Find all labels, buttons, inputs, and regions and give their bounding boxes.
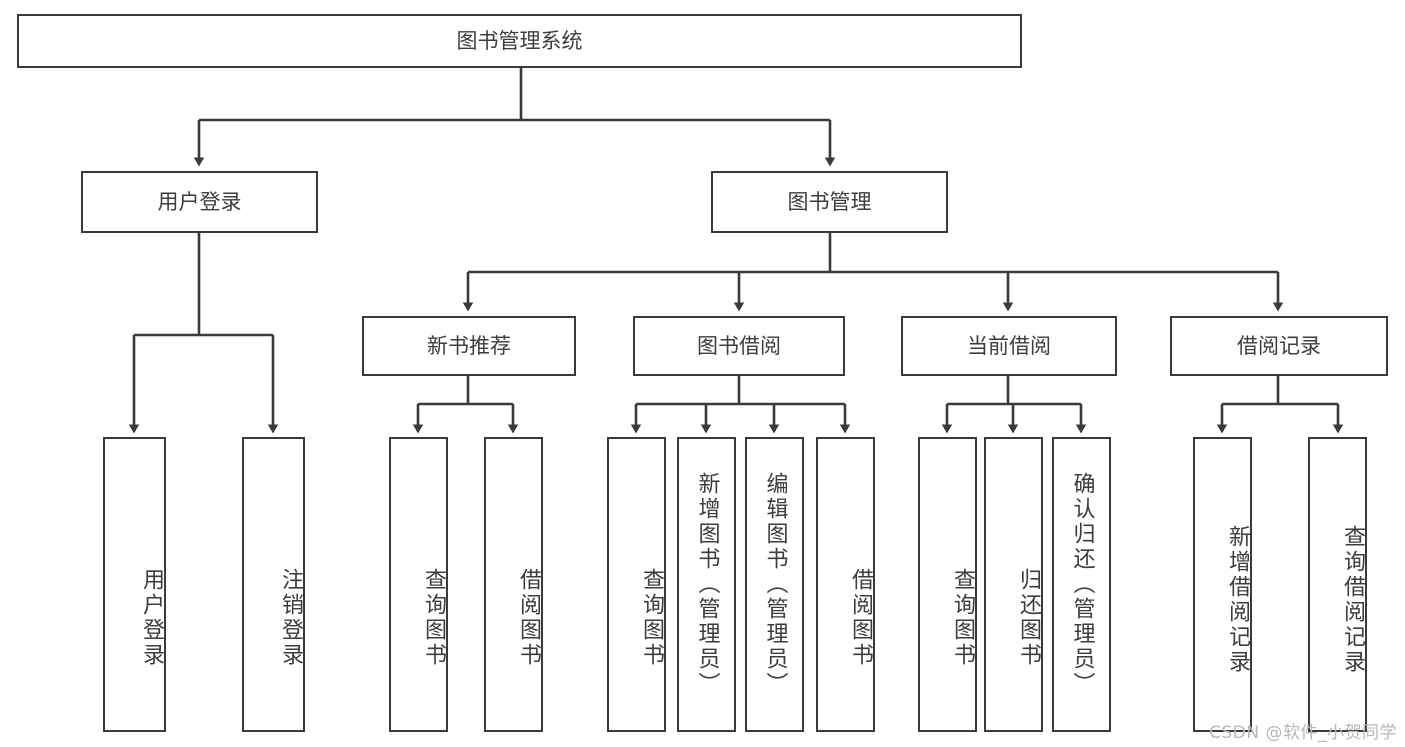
node-leaf-query-record[interactable]: 查询借阅记录	[1308, 437, 1367, 732]
node-borrow-record-label: 借阅记录	[1237, 333, 1321, 358]
node-leaf-add-record-label: 新增借阅记录	[1225, 524, 1250, 675]
node-root-label: 图书管理系统	[456, 28, 583, 53]
node-leaf-query-book-1-label: 查询图书	[421, 567, 446, 668]
csdn-watermark: CSDN @软件_小贺同学	[1209, 723, 1397, 743]
node-leaf-add-record[interactable]: 新增借阅记录	[1193, 437, 1252, 732]
node-leaf-logout-login-label: 注销登录	[278, 567, 303, 668]
node-book-manage[interactable]: 图书管理	[711, 171, 948, 233]
node-new-book-recommend-label: 新书推荐	[427, 333, 511, 358]
node-leaf-confirm-return-label: 确认归还（管理员）	[1069, 472, 1095, 697]
node-leaf-add-book[interactable]: 新增图书（管理员）	[677, 437, 736, 732]
node-user-login[interactable]: 用户登录	[81, 171, 318, 233]
node-book-borrow[interactable]: 图书借阅	[633, 316, 845, 376]
node-leaf-edit-book[interactable]: 编辑图书（管理员）	[745, 437, 804, 732]
node-leaf-borrow-book-2-label: 借阅图书	[848, 567, 873, 668]
node-current-borrow-label: 当前借阅	[967, 333, 1051, 358]
node-book-manage-label: 图书管理	[787, 189, 872, 214]
node-leaf-borrow-book-2[interactable]: 借阅图书	[816, 437, 875, 732]
node-root[interactable]: 图书管理系统	[17, 14, 1022, 68]
node-leaf-logout-login[interactable]: 注销登录	[242, 437, 305, 732]
node-leaf-query-book-2[interactable]: 查询图书	[607, 437, 666, 732]
node-leaf-query-book-2-label: 查询图书	[639, 567, 664, 668]
node-leaf-borrow-book-1-label: 借阅图书	[516, 567, 541, 668]
node-leaf-query-book-3[interactable]: 查询图书	[918, 437, 977, 732]
node-leaf-user-login-label: 用户登录	[139, 567, 164, 668]
node-leaf-borrow-book-1[interactable]: 借阅图书	[484, 437, 543, 732]
node-leaf-query-book-1[interactable]: 查询图书	[389, 437, 448, 732]
node-book-borrow-label: 图书借阅	[697, 333, 781, 358]
node-leaf-query-book-3-label: 查询图书	[950, 567, 975, 668]
node-leaf-return-book-label: 归还图书	[1016, 567, 1041, 668]
node-borrow-record[interactable]: 借阅记录	[1170, 316, 1388, 376]
node-user-login-label: 用户登录	[157, 189, 242, 214]
node-leaf-query-record-label: 查询借阅记录	[1340, 524, 1365, 675]
node-leaf-edit-book-label: 编辑图书（管理员）	[762, 472, 788, 697]
node-new-book-recommend[interactable]: 新书推荐	[362, 316, 576, 376]
node-leaf-add-book-label: 新增图书（管理员）	[694, 472, 720, 697]
node-leaf-user-login[interactable]: 用户登录	[103, 437, 166, 732]
node-leaf-confirm-return[interactable]: 确认归还（管理员）	[1052, 437, 1111, 732]
node-current-borrow[interactable]: 当前借阅	[901, 316, 1117, 376]
node-leaf-return-book[interactable]: 归还图书	[984, 437, 1043, 732]
